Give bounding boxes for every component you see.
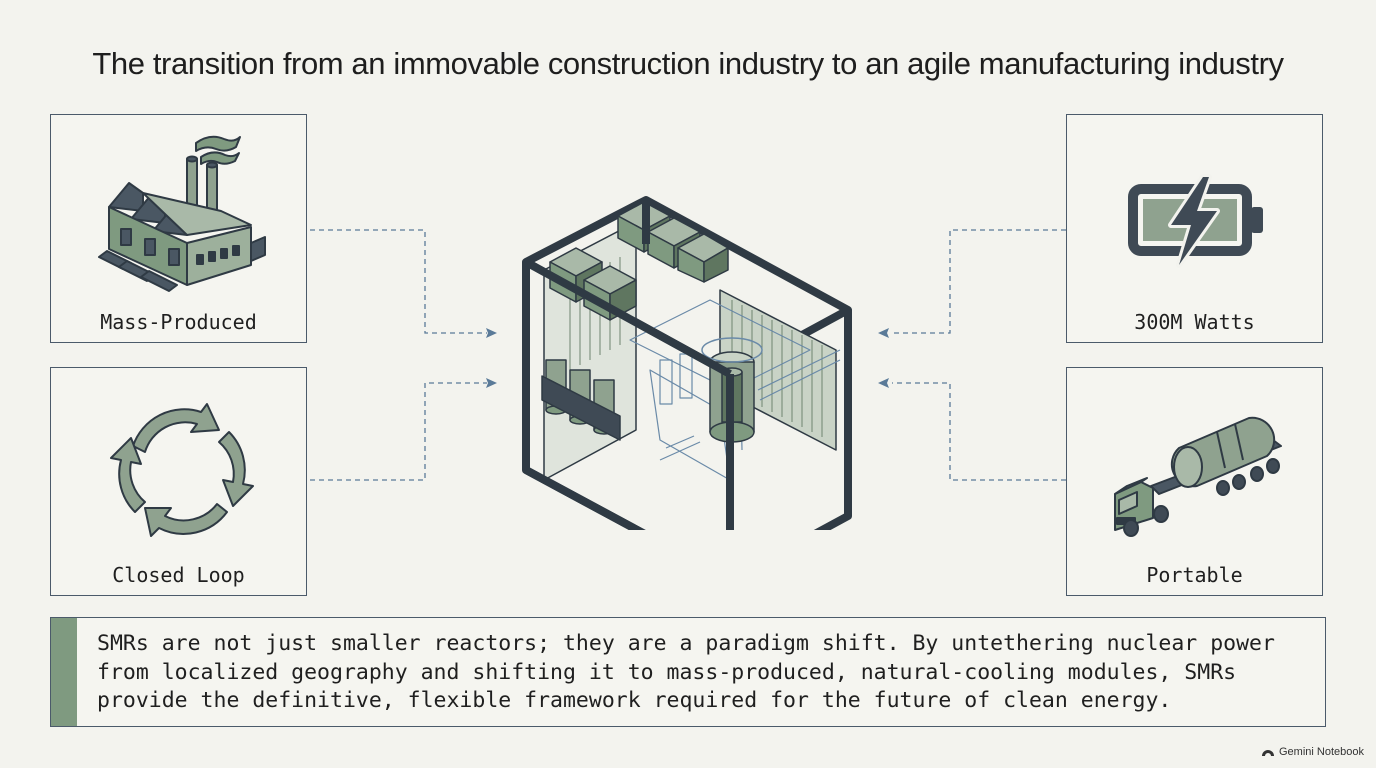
factory-icon (98, 135, 266, 292)
arrowhead-left (878, 328, 889, 338)
card-portable: Portable (1066, 367, 1323, 596)
connector-portable (892, 382, 1066, 481)
arrowhead-right (486, 328, 497, 338)
summary-box: SMRs are not just smaller reactors; they… (50, 617, 1326, 727)
card-watts: 300M Watts (1066, 114, 1323, 343)
summary-text: SMRs are not just smaller reactors; they… (97, 631, 1275, 713)
gemini-logo-icon (1262, 750, 1274, 756)
connector-closed-loop (310, 382, 487, 481)
arrowhead-right (486, 378, 497, 388)
tanker-truck-icon (1114, 416, 1282, 537)
card-label-watts: 300M Watts (1134, 310, 1255, 334)
card-closed-loop: Closed Loop (50, 367, 307, 596)
page-title: The transition from an immovable constru… (92, 46, 1284, 81)
battery-bolt-icon (1128, 174, 1263, 268)
arrowhead-left (878, 378, 889, 388)
watermark-text: Gemini Notebook (1279, 746, 1364, 758)
card-label-closed-loop: Closed Loop (112, 563, 245, 587)
connector-watts (892, 229, 1066, 334)
card-label-portable: Portable (1146, 563, 1243, 587)
card-label-mass-produced: Mass-Produced (100, 310, 257, 334)
summary-accent-bar (51, 618, 77, 726)
watermark: Gemini Notebook (1261, 746, 1364, 758)
recycle-arrows-icon (110, 403, 254, 537)
reactor-module-icon (522, 196, 852, 530)
connector-mass-produced (310, 229, 487, 334)
card-mass-produced: Mass-Produced (50, 114, 307, 343)
